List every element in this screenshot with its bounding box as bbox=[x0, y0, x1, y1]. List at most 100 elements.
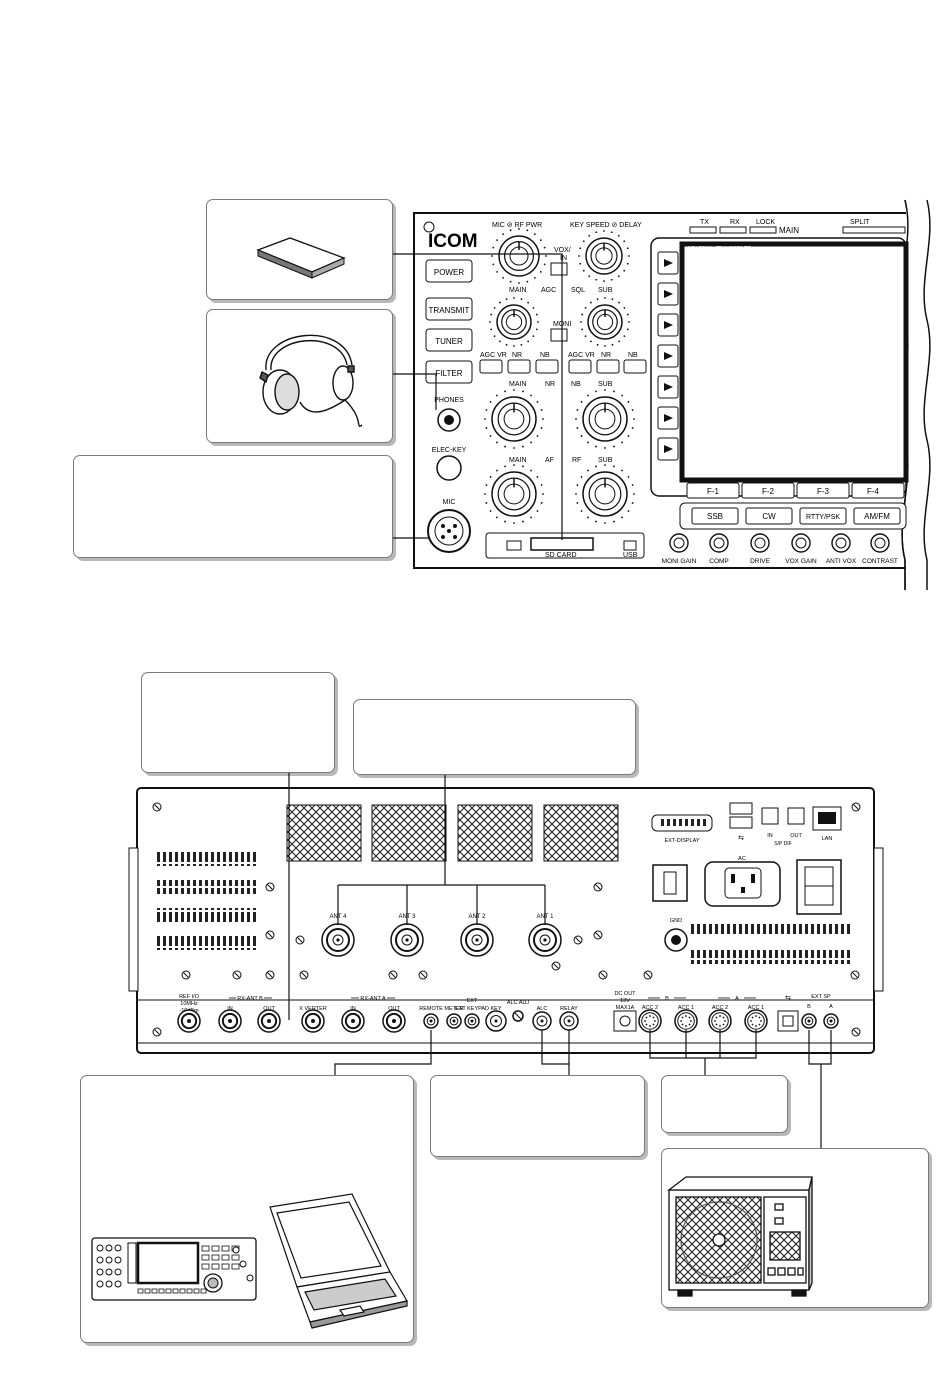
agc-row-sub: SUB bbox=[598, 287, 613, 294]
vent-slots-5 bbox=[690, 922, 850, 936]
rx-ant-a-in: IN bbox=[350, 1006, 356, 1012]
softkey[interactable] bbox=[657, 313, 679, 337]
ssb-key[interactable] bbox=[691, 507, 739, 525]
din-jack[interactable] bbox=[744, 1009, 768, 1033]
amfm-key[interactable] bbox=[853, 507, 901, 525]
microphone-callout bbox=[73, 455, 393, 558]
small-knob[interactable] bbox=[791, 533, 811, 553]
af-row-main: MAIN bbox=[509, 457, 527, 464]
bnc-jack[interactable] bbox=[382, 1009, 406, 1033]
screw bbox=[388, 970, 398, 980]
front-knob[interactable] bbox=[491, 228, 547, 284]
f1-key[interactable] bbox=[686, 482, 740, 499]
front-knob[interactable] bbox=[575, 464, 635, 524]
small-knob[interactable] bbox=[750, 533, 770, 553]
moni-gain-label: MONI GAIN bbox=[662, 558, 697, 565]
screw bbox=[295, 935, 305, 945]
transmit-button[interactable] bbox=[425, 297, 473, 321]
front-knob[interactable] bbox=[580, 297, 630, 347]
filter-button-label: FILTER bbox=[436, 369, 463, 378]
spdif-out-label: OUT bbox=[790, 833, 802, 839]
gnd-label: GND bbox=[670, 918, 682, 924]
ac-label: AC bbox=[738, 856, 746, 862]
phono-jack[interactable] bbox=[423, 1013, 439, 1029]
rx-ant-b-label: RX-ANT B bbox=[237, 996, 263, 1002]
usb-b-symbol: ⇆ bbox=[785, 995, 791, 1002]
din-jack[interactable] bbox=[638, 1009, 662, 1033]
f2-key[interactable] bbox=[741, 482, 795, 499]
filter-button[interactable] bbox=[425, 360, 473, 384]
phono-jack[interactable] bbox=[532, 1011, 552, 1031]
f4-key[interactable] bbox=[851, 482, 905, 499]
ref-io-freq: 10MHz bbox=[180, 1001, 198, 1007]
phono-jack[interactable] bbox=[801, 1013, 817, 1029]
softkey[interactable] bbox=[657, 406, 679, 430]
screw bbox=[598, 970, 608, 980]
bnc-jack[interactable] bbox=[218, 1009, 242, 1033]
xverter-callout bbox=[141, 672, 335, 773]
bnc-jack[interactable] bbox=[177, 1009, 201, 1033]
transmit-button-label: TRANSMIT bbox=[429, 306, 470, 315]
pot-jack[interactable] bbox=[512, 1010, 524, 1022]
small-knob[interactable] bbox=[669, 533, 689, 553]
phono-jack[interactable] bbox=[559, 1011, 579, 1031]
front-knob[interactable] bbox=[489, 297, 539, 347]
acc-group-a: A bbox=[735, 996, 739, 1002]
func-label-2: NB bbox=[540, 352, 550, 359]
remote-label: REMOTE bbox=[419, 1006, 443, 1012]
tuner-button[interactable] bbox=[425, 328, 473, 352]
display-softkeys bbox=[657, 251, 679, 461]
din-jack[interactable] bbox=[708, 1009, 732, 1033]
antenna-connector[interactable] bbox=[390, 923, 424, 957]
antenna-connector[interactable] bbox=[321, 923, 355, 957]
small-knob[interactable] bbox=[870, 533, 890, 553]
comp-label: COMP bbox=[709, 558, 729, 565]
bnc-jack[interactable] bbox=[341, 1009, 365, 1033]
softkey[interactable] bbox=[657, 375, 679, 399]
agc-row-agc: AGC bbox=[541, 287, 556, 294]
front-knob[interactable] bbox=[575, 389, 635, 449]
acc1-a-label: ACC 1 bbox=[748, 1005, 764, 1011]
antenna-connector[interactable] bbox=[528, 923, 562, 957]
small-knob[interactable] bbox=[709, 533, 729, 553]
front-knob[interactable] bbox=[578, 230, 630, 282]
dc-out-current: MAX1A bbox=[616, 1005, 635, 1011]
power-button[interactable] bbox=[425, 259, 473, 283]
small-knob[interactable] bbox=[831, 533, 851, 553]
phone-jack[interactable] bbox=[485, 1010, 507, 1032]
softkey[interactable] bbox=[657, 437, 679, 461]
vox-label-2: IN bbox=[560, 255, 567, 262]
ext-sp-a: A bbox=[829, 1004, 833, 1010]
vox-label: VOX/ bbox=[554, 247, 571, 254]
phono-jack[interactable] bbox=[446, 1013, 462, 1029]
bottom-knobs bbox=[669, 533, 890, 553]
din-jack[interactable] bbox=[674, 1009, 698, 1033]
rtty-key[interactable] bbox=[799, 507, 847, 525]
front-knob[interactable] bbox=[484, 464, 544, 524]
bnc-jack[interactable] bbox=[301, 1009, 325, 1033]
ext-sp-b: B bbox=[807, 1004, 811, 1010]
f4-label: F-4 bbox=[867, 487, 880, 496]
front-knob[interactable] bbox=[484, 389, 544, 449]
phono-jack[interactable] bbox=[464, 1013, 480, 1029]
transceiver-picture bbox=[91, 1237, 257, 1301]
softkey[interactable] bbox=[657, 282, 679, 306]
meter-label: METER bbox=[444, 1006, 463, 1012]
cw-key[interactable] bbox=[745, 507, 793, 525]
front-knobs bbox=[484, 228, 635, 524]
screw bbox=[551, 961, 561, 971]
elec-key-jack[interactable] bbox=[436, 455, 462, 481]
bottom-knob-labels: MONI GAIN COMP DRIVE VOX GAIN ANTI VOX C… bbox=[662, 558, 898, 565]
bnc-jack[interactable] bbox=[257, 1009, 281, 1033]
xverter-label: X VERTER bbox=[299, 1006, 326, 1012]
dc-out-voltage: 13V bbox=[620, 998, 630, 1004]
f3-key[interactable] bbox=[796, 482, 850, 499]
softkey[interactable] bbox=[657, 344, 679, 368]
nr-row-nr: NR bbox=[545, 381, 555, 388]
spdif-label: S/P DIF bbox=[774, 841, 791, 847]
antenna-connector[interactable] bbox=[460, 923, 494, 957]
softkey[interactable] bbox=[657, 251, 679, 275]
phono-jack[interactable] bbox=[823, 1013, 839, 1029]
usb-port[interactable] bbox=[623, 540, 637, 551]
